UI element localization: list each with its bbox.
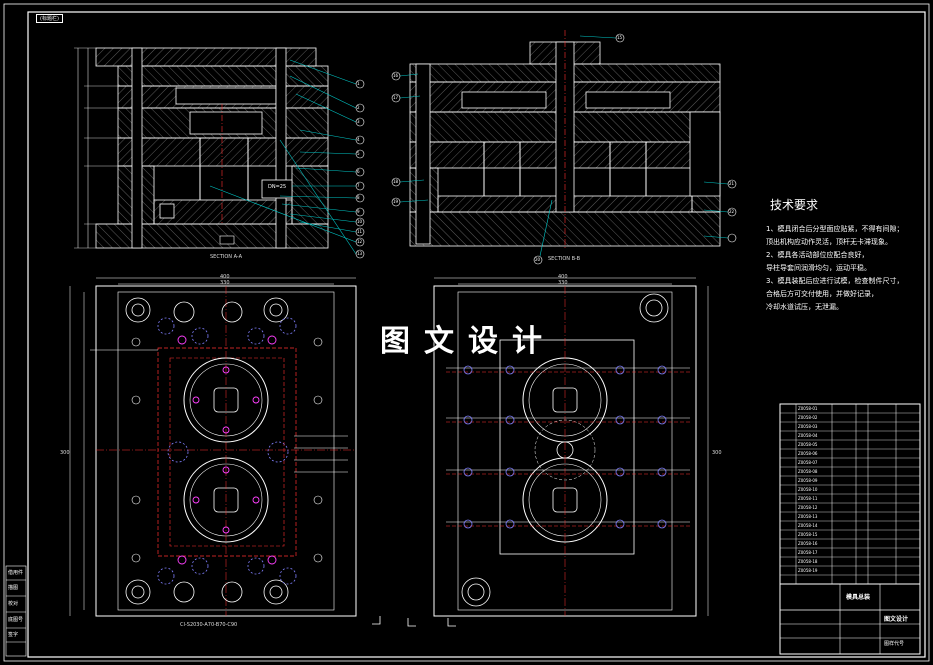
left-strip-label-2: 描图 — [8, 585, 19, 591]
title-block-row-label: Z0058-05 — [798, 442, 818, 447]
callout-number: 13 — [357, 251, 363, 256]
callout-number: 21 — [729, 181, 735, 186]
plan-left-dim-2: 330 — [220, 280, 230, 286]
title-block-row-label: Z0058-14 — [798, 523, 818, 528]
title-block-row-label: Z0058-02 — [798, 415, 818, 420]
tech-line-6: 合格后方可交付使用，并做好记录， — [766, 290, 878, 298]
title-block-row-label: Z0058-06 — [798, 451, 818, 456]
watermark: 图文设计 — [380, 324, 556, 359]
title-block-row-label: Z0058-01 — [798, 406, 818, 411]
title-block-row-label: Z0058-18 — [798, 559, 818, 564]
callout-number: 22 — [729, 209, 735, 214]
title-block-row-label: Z0058-07 — [798, 460, 818, 465]
title-block-name: 模具总装 — [846, 594, 871, 601]
callout-number: 3 — [357, 119, 360, 124]
title-block-row-label: Z0058-08 — [798, 469, 818, 474]
callout-number: 17 — [393, 95, 399, 100]
callout-number: 20 — [535, 257, 541, 262]
title-block-design: 图文设计 — [884, 616, 909, 623]
plan-left-dim-3: 300 — [60, 450, 70, 456]
callout-number: 18 — [393, 179, 399, 184]
tech-line-7: 冷却水道试压，无泄漏。 — [766, 303, 843, 311]
title-block-row-label: Z0058-16 — [798, 541, 818, 546]
section-a-note: DN=25 — [268, 184, 287, 190]
section-a-view — [74, 47, 365, 259]
callout-number: 2 — [357, 105, 360, 110]
tech-line-4: 导柱导套间润滑均匀，运动平稳。 — [766, 264, 871, 272]
callout-number: 5 — [357, 151, 360, 156]
callout-number: 4 — [357, 137, 360, 142]
callout-number: 1 — [357, 81, 360, 86]
callout-number: 11 — [357, 229, 363, 234]
left-strip-label-1: 借用件 — [8, 570, 24, 576]
callout-number: 19 — [393, 199, 399, 204]
title-block-drawing-no: 图样代号 — [884, 641, 905, 647]
callout-number: 8 — [357, 195, 360, 200]
tech-line-1: 1、模具闭合后分型面应贴紧，不得有间隙； — [766, 225, 904, 233]
plan-view-left — [69, 277, 357, 617]
inner-frame — [27, 11, 926, 658]
title-block-row-label: Z0058-09 — [798, 478, 818, 483]
section-b-label: SECTION B-B — [548, 256, 581, 262]
title-block-row-label: Z0058-17 — [798, 550, 818, 555]
title-block-row-label: Z0058-12 — [798, 505, 818, 510]
tech-line-2: 顶出机构应动作灵活，顶杆无卡滞现象。 — [766, 238, 892, 246]
tech-line-3: 2、模具各活动部位应配合良好， — [766, 251, 869, 259]
tech-line-5: 3、模具装配后应进行试模，检查制件尺寸， — [766, 277, 904, 285]
callout-number: 9 — [357, 209, 360, 214]
plan-right-dim-2: 330 — [558, 280, 568, 286]
corner-tag: (标题栏) — [36, 14, 63, 23]
plan-right-dim-3: 300 — [712, 450, 722, 456]
plan-left-dim-1: 400 — [220, 274, 230, 280]
tech-requirements-title: 技术要求 — [770, 198, 819, 212]
section-b-view — [391, 30, 737, 265]
callout-number: 15 — [617, 35, 623, 40]
title-block-row-label: Z0058-19 — [798, 568, 818, 573]
plan-right-dim-1: 400 — [558, 274, 568, 280]
title-block-row-label: Z0058-15 — [798, 532, 818, 537]
left-strip-label-5: 签字 — [8, 632, 19, 638]
title-block-row-label: Z0058-13 — [798, 514, 818, 519]
title-block-row-label: Z0058-03 — [798, 424, 818, 429]
bottom-marks — [372, 616, 456, 627]
callout-number: 6 — [357, 169, 360, 174]
left-margin-strip — [5, 565, 27, 657]
title-block-row-label: Z0058-04 — [798, 433, 818, 438]
left-strip-label-3: 校对 — [8, 601, 19, 607]
bottom-caption: CI-S2030-A70-B70-C90 — [180, 622, 238, 628]
callout-number: 12 — [357, 239, 363, 244]
callout-number: 10 — [357, 219, 363, 224]
section-a-label: SECTION A-A — [210, 254, 243, 260]
left-strip-label-4: 底图号 — [8, 617, 24, 623]
title-block-row-label: Z0058-11 — [798, 496, 818, 501]
plan-view-right — [433, 277, 709, 617]
callout-number: 16 — [393, 73, 399, 78]
callout-number: 7 — [357, 183, 360, 188]
outer-frame — [3, 3, 930, 662]
title-block — [779, 403, 921, 655]
title-block-row-label: Z0058-10 — [798, 487, 818, 492]
